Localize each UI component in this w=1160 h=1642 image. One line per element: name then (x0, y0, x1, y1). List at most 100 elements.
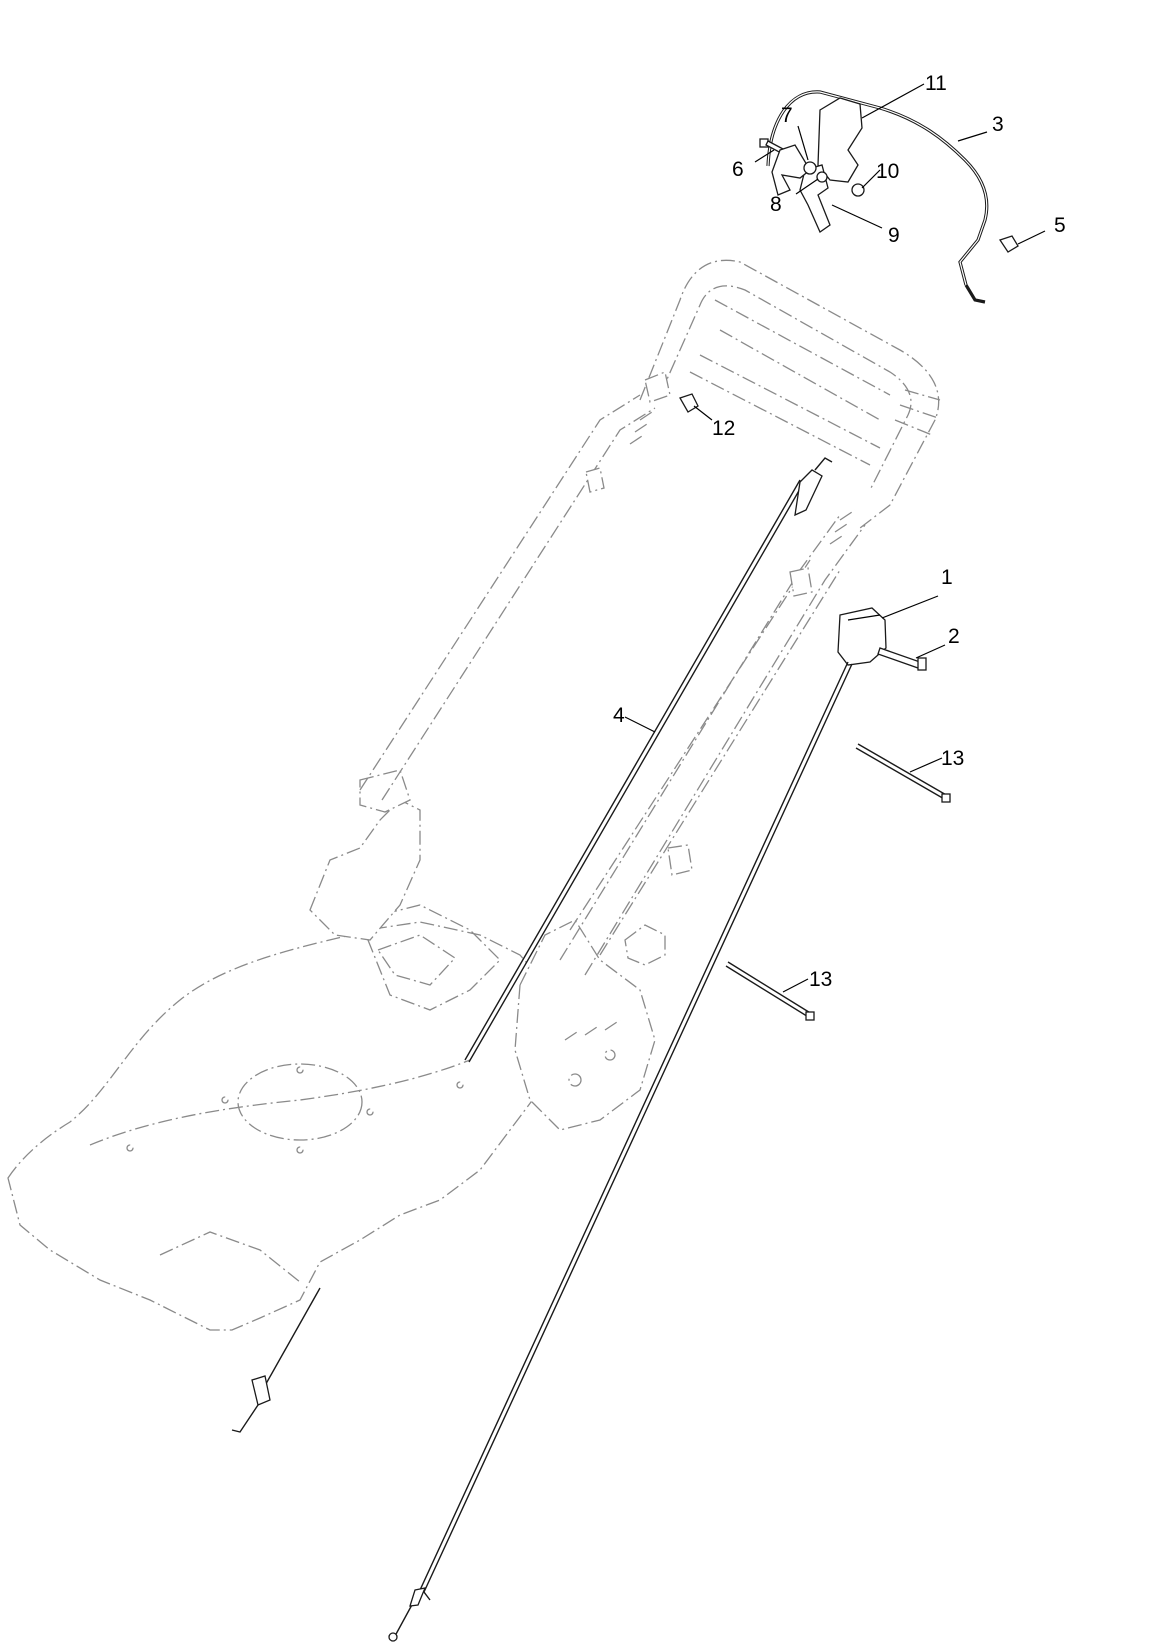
leader-6 (754, 149, 775, 163)
deck-chute-inner (376, 934, 456, 986)
spring-hook (231, 1404, 259, 1433)
cable-rod-end (794, 469, 823, 517)
deck-hole (221, 1096, 229, 1104)
upper-handle-crossbar (689, 371, 871, 466)
part-12-knob (679, 393, 699, 413)
part-7-spacer (803, 161, 817, 175)
cable-rod-line (468, 481, 805, 1063)
lower-handle-left-tube-edge (359, 394, 641, 791)
deck-hole (366, 1108, 374, 1116)
part-13-cable-tie-upper (855, 743, 951, 803)
callout-7: 7 (781, 104, 793, 127)
cable-ferrule (409, 1587, 427, 1607)
deck-rear-flap (159, 1231, 301, 1283)
bail-bar-highlight (767, 91, 988, 286)
leader-8 (795, 178, 819, 195)
cable-clip (789, 567, 813, 597)
leader-2 (915, 644, 946, 659)
handle-inner-tube (599, 569, 841, 956)
leader-4 (624, 716, 656, 733)
cable-eyelet (388, 1632, 398, 1642)
callout-11: 11 (925, 72, 947, 95)
leader-7 (797, 125, 809, 161)
callout-labels: 1 2 3 4 5 6 7 8 9 10 11 12 13 13 (613, 72, 1066, 991)
handle-inner-tube (569, 559, 811, 931)
tie-head (805, 1011, 815, 1021)
leader-lines (624, 83, 1046, 993)
left-handle-bracket (309, 799, 421, 941)
deck-spring-cable (231, 1287, 321, 1433)
callout-4: 4 (613, 704, 625, 727)
bracket-hole (604, 1049, 616, 1061)
left-bracket-clip (359, 769, 411, 813)
upper-handle-crossbar (719, 329, 881, 421)
deck-hole (456, 1081, 464, 1089)
mower-deck-outline (7, 921, 561, 1331)
tie-strap (725, 965, 811, 1019)
leader-5 (1017, 230, 1046, 245)
leader-12 (693, 405, 713, 421)
part-2-bolt (877, 647, 927, 671)
part-13-cable-tie-lower (725, 961, 815, 1021)
part-1-cable-block (837, 607, 887, 666)
handle-knob (624, 924, 666, 966)
deck-chute (359, 904, 501, 1011)
callout-8: 8 (770, 193, 782, 216)
callout-13-lower: 13 (809, 968, 832, 991)
part-4-cable-rod (464, 457, 833, 1063)
part-5-cap (998, 235, 1019, 253)
tie-head (941, 793, 951, 803)
handle-pivot-teeth (829, 509, 856, 545)
deck-motor-opening (237, 1063, 363, 1141)
handle-pivot-teeth (629, 409, 656, 445)
handle-grip-ribs (894, 389, 941, 436)
lower-handle-right-tube-edge (584, 524, 866, 976)
leader-3 (957, 131, 988, 142)
cable-block-edge (847, 614, 881, 621)
part-3-bail (766, 90, 989, 304)
bolt-shank (877, 647, 921, 669)
callout-10: 10 (876, 160, 899, 183)
callout-13-upper: 13 (941, 747, 964, 770)
leader-13-lower (782, 978, 809, 993)
upper-handle-outer (639, 259, 940, 529)
leader-10 (861, 169, 881, 189)
callout-1: 1 (941, 566, 953, 589)
handle-knob-upper (644, 371, 671, 403)
part-8-washer (816, 171, 828, 183)
leader-13-upper (909, 757, 943, 773)
callout-12: 12 (712, 417, 735, 440)
tie-strap (855, 747, 947, 801)
lower-handle-left-tube-edge (381, 407, 656, 801)
bolt-head (917, 657, 927, 671)
upper-handle-crossbar (699, 354, 881, 449)
callout-3: 3 (992, 113, 1004, 136)
bail-end-hook (964, 284, 986, 304)
callout-9: 9 (888, 224, 900, 247)
spring-body (251, 1375, 271, 1406)
mower-phantom (7, 259, 941, 1331)
deck-hole (126, 1144, 134, 1152)
leader-9 (831, 204, 883, 229)
deck-inner-line (89, 1059, 471, 1146)
height-adjust-slots (564, 1019, 621, 1041)
part-10-nut (851, 183, 865, 197)
deck-hole (296, 1066, 304, 1074)
right-handle-bracket (514, 919, 656, 1131)
tie-strap (727, 961, 813, 1015)
cable-clip (585, 467, 605, 493)
control-cable (388, 661, 853, 1642)
upper-handle-crossbar (714, 299, 891, 396)
callout-6: 6 (732, 158, 744, 181)
callout-2: 2 (948, 625, 960, 648)
part-11-bail-grip (817, 97, 863, 183)
lever-plate (771, 144, 811, 196)
cable-rod-tip (814, 457, 833, 471)
spring-wire (257, 1287, 321, 1399)
bracket-hole (568, 1073, 582, 1087)
tie-strap (857, 743, 949, 797)
cable-rod-line (464, 479, 801, 1061)
leader-1 (881, 595, 939, 619)
upper-handle-inner (659, 285, 912, 491)
